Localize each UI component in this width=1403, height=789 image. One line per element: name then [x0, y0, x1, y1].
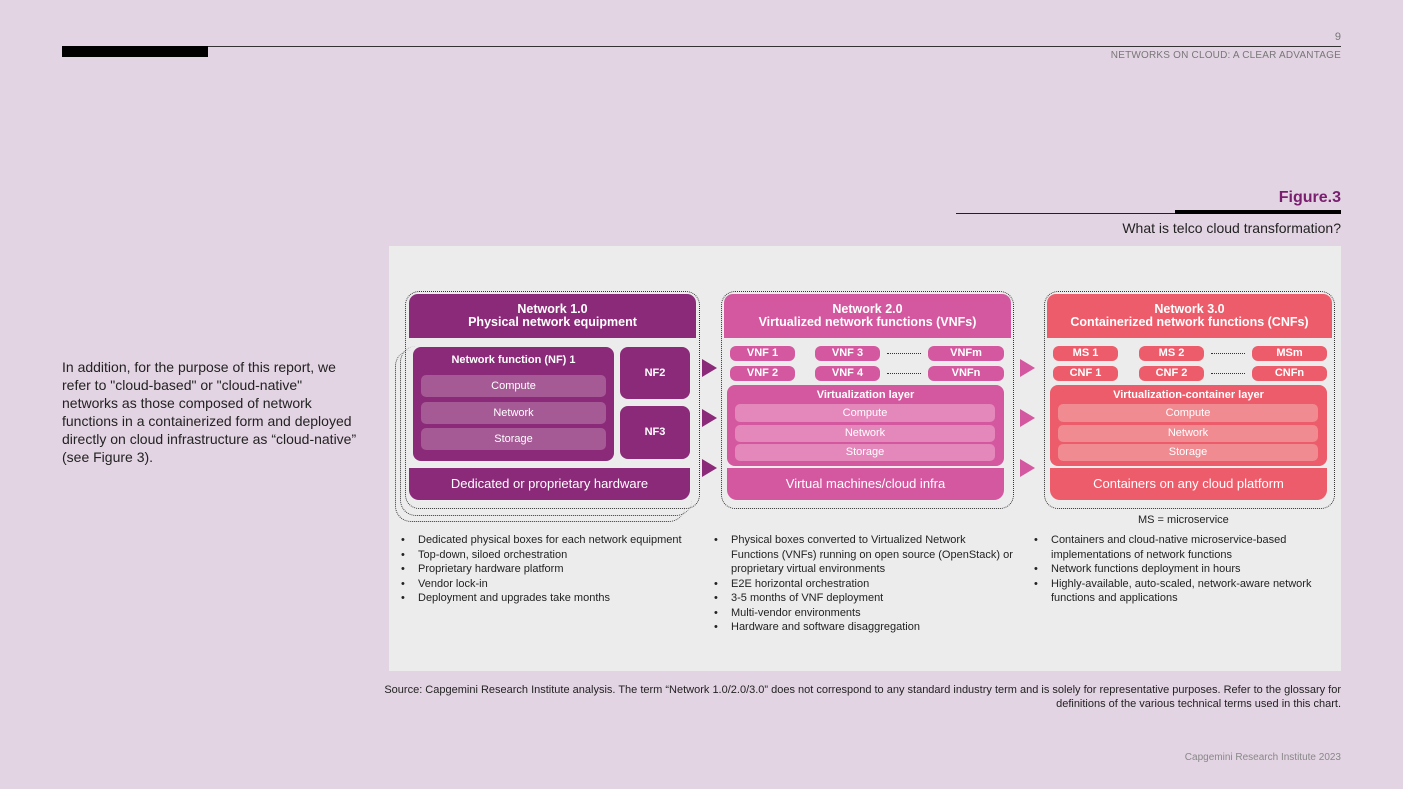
ellipsis-dots: [1211, 353, 1245, 354]
ellipsis-dots: [1211, 373, 1245, 374]
arrow-right-icon: [1020, 459, 1035, 477]
ellipsis-dots: [887, 373, 921, 374]
network1-subtitle: Physical network equipment: [468, 315, 637, 329]
vnf4-pill: VNF 4: [815, 366, 880, 381]
cnf1-pill: CNF 1: [1053, 366, 1118, 381]
nf1-storage: Storage: [421, 428, 606, 450]
network1-frame: [405, 291, 700, 509]
network2-footer: Virtual machines/cloud infra: [727, 468, 1004, 500]
list-item: Physical boxes converted to Virtualized …: [714, 533, 1014, 577]
source-note: Source: Capgemini Research Institute ana…: [384, 684, 1341, 710]
network2-header: Network 2.0 Virtualized network function…: [724, 294, 1011, 338]
ms-footnote: MS = microservice: [1138, 514, 1229, 526]
container-layer-title: Virtualization-container layer: [1113, 389, 1264, 401]
network3-frame: [1044, 291, 1335, 509]
msm-pill: MSm: [1252, 346, 1327, 361]
list-item: Vendor lock-in: [401, 577, 701, 592]
arrow-right-icon: [702, 409, 717, 427]
running-title: NETWORKS ON CLOUD: A CLEAR ADVANTAGE: [1110, 50, 1341, 61]
network3-title: Network 3.0: [1154, 302, 1225, 316]
list-item: Top-down, siloed orchestration: [401, 548, 701, 563]
nf1-network: Network: [421, 402, 606, 424]
vnf3-pill: VNF 3: [815, 346, 880, 361]
c-compute: Compute: [1058, 404, 1318, 422]
vnfm-pill: VNFm: [928, 346, 1004, 361]
nf2-box: NF2: [620, 347, 690, 399]
network3-header: Network 3.0 Containerized network functi…: [1047, 294, 1332, 338]
list-item: Multi-vendor environments: [714, 606, 1014, 621]
header-rule: [62, 46, 1341, 47]
figure-subtitle: What is telco cloud transformation?: [1122, 220, 1341, 236]
network1-header: Network 1.0 Physical network equipment: [409, 294, 696, 338]
nf1-title: Network function (NF) 1: [451, 354, 576, 366]
nf3-box: NF3: [620, 406, 690, 459]
body-paragraph: In addition, for the purpose of this rep…: [62, 359, 357, 465]
list-item: Highly-available, auto-scaled, network-a…: [1034, 577, 1334, 606]
network1-footer: Dedicated or proprietary hardware: [409, 468, 690, 500]
list-item: Proprietary hardware platform: [401, 562, 701, 577]
vnf1-pill: VNF 1: [730, 346, 795, 361]
virtualization-layer-title: Virtualization layer: [816, 389, 915, 401]
vnfn-pill: VNFn: [928, 366, 1004, 381]
cnfn-pill: CNFn: [1252, 366, 1327, 381]
list-item: Network functions deployment in hours: [1034, 562, 1334, 577]
ms2-pill: MS 2: [1139, 346, 1204, 361]
list-item: Hardware and software disaggregation: [714, 620, 1014, 635]
network1-title: Network 1.0: [517, 302, 588, 316]
list-item: E2E horizontal orchestration: [714, 577, 1014, 592]
network2-subtitle: Virtualized network functions (VNFs): [758, 315, 977, 329]
network3-footer: Containers on any cloud platform: [1050, 468, 1327, 500]
v-storage: Storage: [735, 444, 995, 461]
figure-rule: [956, 213, 1341, 214]
network2-title: Network 2.0: [832, 302, 903, 316]
vnf2-pill: VNF 2: [730, 366, 795, 381]
footer-credit: Capgemini Research Institute 2023: [1184, 752, 1341, 763]
network3-bullets: Containers and cloud-native microservice…: [1034, 533, 1334, 606]
network3-subtitle: Containerized network functions (CNFs): [1070, 315, 1309, 329]
figure-label: Figure.3: [1278, 189, 1341, 206]
list-item: Deployment and upgrades take months: [401, 591, 701, 606]
list-item: Containers and cloud-native microservice…: [1034, 533, 1334, 562]
list-item: Dedicated physical boxes for each networ…: [401, 533, 701, 548]
c-network: Network: [1058, 425, 1318, 442]
arrow-right-icon: [702, 359, 717, 377]
list-item: 3-5 months of VNF deployment: [714, 591, 1014, 606]
v-network: Network: [735, 425, 995, 442]
network1-bullets: Dedicated physical boxes for each networ…: [401, 533, 701, 606]
arrow-right-icon: [1020, 409, 1035, 427]
header-accent-bar: [62, 46, 208, 57]
ellipsis-dots: [887, 353, 921, 354]
arrow-right-icon: [702, 459, 717, 477]
network2-frame: [721, 291, 1014, 509]
arrow-right-icon: [1020, 359, 1035, 377]
c-storage: Storage: [1058, 444, 1318, 461]
page-number: 9: [1334, 31, 1341, 43]
cnf2-pill: CNF 2: [1139, 366, 1204, 381]
network2-bullets: Physical boxes converted to Virtualized …: [714, 533, 1014, 635]
nf1-compute: Compute: [421, 375, 606, 397]
figure-accent-bar: [1175, 210, 1341, 214]
v-compute: Compute: [735, 404, 995, 422]
ms1-pill: MS 1: [1053, 346, 1118, 361]
